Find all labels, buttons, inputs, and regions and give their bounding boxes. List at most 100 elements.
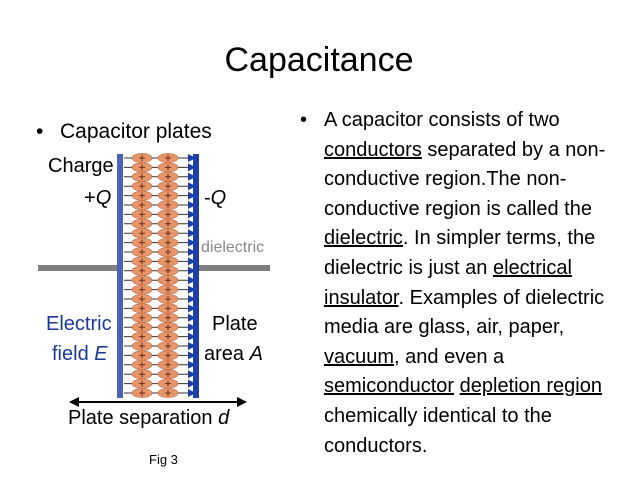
plus-sign-icon [139,192,145,199]
plus-sign-icon [139,361,145,368]
link-depletion-region[interactable]: depletion region [459,375,602,398]
field-arrowhead [188,266,196,275]
plus-sign-icon [139,249,145,255]
plus-sign-icon [139,296,145,302]
link-semiconductor[interactable]: semiconductor [324,375,455,398]
plus-sign-icon [165,361,171,368]
plate-label: Plate [212,313,258,335]
plus-sign-icon [165,390,171,396]
area-a-label: area A [204,343,263,365]
plus-sign-icon [165,192,171,199]
field-arrowhead [188,285,196,294]
field-arrowhead [188,182,196,191]
field-arrowhead [188,219,196,228]
field-arrowhead [188,313,196,322]
plus-sign-icon [165,371,171,378]
plus-sign-icon [139,390,145,396]
plus-sign-icon [139,286,145,293]
capacitor-diagram: Charge +Q -Q dielectric Electric field E… [38,153,270,429]
left-bullet-text: Capacitor plates [60,120,212,143]
field-arrowhead [188,163,196,172]
plus-sign-icon [165,352,171,359]
plus-sign-icon [165,173,171,180]
plus-sign-icon [139,333,145,340]
plus-sign-icon [139,371,145,378]
link-electrical-insulator[interactable]: electrical insulator [324,256,572,309]
plus-sign-icon [165,155,171,161]
field-arrowhead [188,276,196,285]
plus-sign-icon [165,211,171,218]
plus-sign-icon [139,380,145,387]
field-arrowhead [188,295,196,303]
plus-sign-icon [165,380,171,387]
plus-sign-icon [165,296,171,302]
plus-sign-icon [139,324,145,331]
plus-sign-icon [165,305,171,312]
plus-sign-icon [165,183,171,190]
plus-sign-icon [165,164,171,171]
plus-sign-icon [165,230,171,237]
link-dielectric[interactable]: dielectric [324,227,403,250]
field-arrowhead [188,332,196,341]
plus-sign-icon [165,277,171,284]
plus-sign-icon [139,155,145,161]
plus-sign-icon [139,239,145,246]
field-arrowhead [188,342,196,350]
field-arrowhead [188,351,196,360]
plus-q-label: +Q [84,187,111,209]
plus-sign-icon [165,333,171,340]
plus-sign-icon [165,202,171,208]
plus-sign-icon [139,352,145,359]
plus-sign-icon [139,314,145,321]
plus-sign-icon [165,286,171,293]
field-arrowhead [188,304,196,313]
plus-sign-icon [165,267,171,274]
field-arrowhead [188,210,196,219]
charge-label: Charge [48,155,114,177]
left-bullet: •Capacitor plates [36,118,212,146]
slide-title: Capacitance [224,41,414,79]
plus-sign-icon [165,258,171,265]
plus-sign-icon [139,267,145,274]
plus-sign-icon [139,164,145,171]
plus-sign-icon [139,277,145,284]
plus-sign-icon [165,343,171,349]
field-arrowhead [188,370,196,379]
field-arrowhead [188,248,196,256]
plus-sign-icon [139,202,145,208]
plus-sign-icon [165,249,171,255]
field-arrowhead [188,389,196,397]
plus-sign-icon [165,239,171,246]
right-bullet-paragraph: • A capacitor consists of two conductors… [300,106,632,461]
plus-sign-icon [139,173,145,180]
field-arrowhead [188,191,196,200]
link-conductors[interactable]: conductors [324,138,422,161]
electric-label: Electric [46,313,112,335]
plus-sign-icon [165,324,171,331]
plus-sign-icon [165,220,171,227]
dielectric-label: dielectric [201,239,264,256]
field-arrowhead [188,257,196,266]
plus-sign-icon [165,314,171,321]
figure-caption: Fig 3 [149,452,178,467]
field-arrowhead [188,323,196,332]
field-arrowhead [188,238,196,247]
plus-sign-icon [139,183,145,190]
paragraph-text: A capacitor consists of two conductors s… [324,109,606,457]
field-arrowhead [188,379,196,388]
field-e-label: field E [52,343,108,365]
field-arrowhead [188,229,196,238]
plus-sign-icon [139,211,145,218]
plus-sign-icon [139,230,145,237]
plus-sign-icon [139,343,145,349]
plus-sign-icon [139,258,145,265]
charge-beads [131,153,179,398]
link-vacuum[interactable]: vacuum [324,345,395,368]
separation-label: Plate separation d [68,407,230,429]
field-arrowhead [188,360,196,369]
field-arrowhead [188,172,196,181]
electric-field-lines [124,154,196,397]
field-arrowhead [188,154,196,162]
minus-q-label: -Q [204,187,226,209]
field-arrowhead [188,201,196,209]
